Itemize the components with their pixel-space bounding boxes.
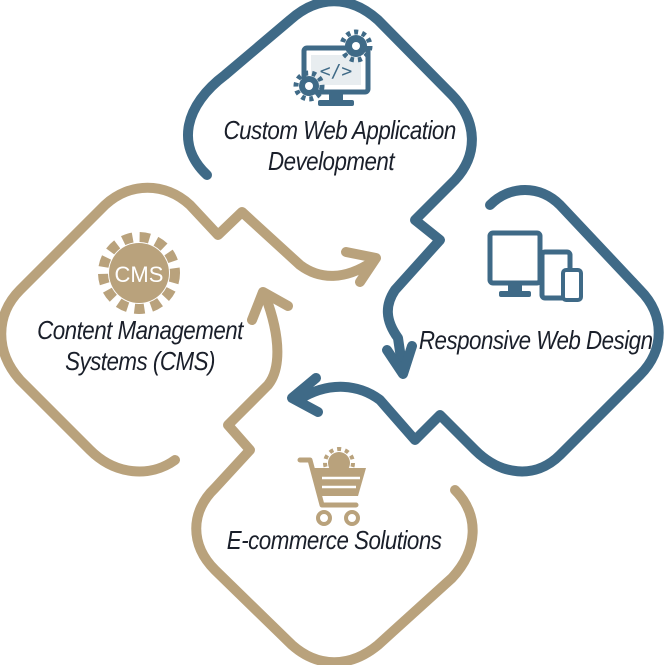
loop-ecommerce [191, 290, 478, 668]
loop-responsive-web-design-arrowhead [287, 373, 323, 417]
loop-cms [0, 182, 377, 477]
label-cms-line-2: Systems (CMS) [65, 346, 215, 376]
loop-responsive-web-design [293, 185, 664, 477]
loop-cms-arrowhead [341, 247, 381, 287]
label-custom-web-app: Custom Web Application Development [223, 115, 457, 177]
label-cms: Content Management Systems (CMS) [37, 315, 243, 377]
svg-text:</>: </> [320, 61, 353, 82]
label-custom-web-app-line-1: Custom Web Application [223, 115, 457, 145]
label-ecommerce: E-commerce Solutions [226, 525, 442, 556]
loop-custom-web-app-arrowhead [382, 341, 417, 379]
cms-badge-text: CMS [115, 262, 164, 287]
label-cms-line-1: Content Management [37, 315, 243, 345]
loop-ecommerce-arrowhead [247, 287, 293, 325]
label-ecommerce-line-1: E-commerce Solutions [226, 525, 442, 555]
label-responsive-web-design-line-1: Responsive Web Design [418, 325, 653, 355]
loop-custom-web-app [183, 0, 477, 377]
devices-icon [487, 230, 583, 302]
monitor-code-gears-icon: </> [293, 29, 373, 106]
shopping-cart-gear-icon [297, 447, 366, 526]
cms-gear-icon: CMS [98, 232, 180, 314]
label-custom-web-app-line-2: Development [267, 146, 395, 176]
label-responsive-web-design: Responsive Web Design [418, 325, 653, 356]
